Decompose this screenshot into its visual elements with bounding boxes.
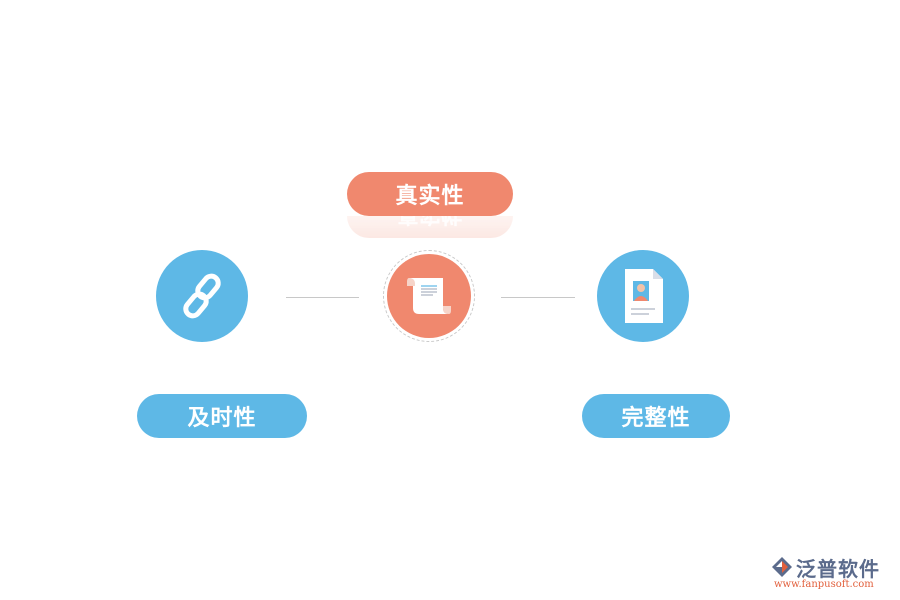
- connector-right: [501, 297, 575, 298]
- center-node: [387, 254, 471, 338]
- center-node-ring: [383, 250, 475, 342]
- brand-logo: 泛普软件 www.fanpusoft.com: [770, 553, 892, 593]
- scroll-document-icon: [407, 278, 451, 314]
- right-node: [597, 250, 689, 342]
- right-label-pill: 完整性: [582, 394, 730, 438]
- left-node: [156, 250, 248, 342]
- top-label-pill: 真实性: [347, 172, 513, 216]
- connector-left: [286, 297, 359, 298]
- top-label-reflection: 真实性: [347, 216, 513, 238]
- chain-link-icon: [183, 273, 221, 319]
- profile-document-icon: [625, 269, 663, 323]
- right-label-text: 完整性: [621, 406, 691, 431]
- left-label-pill: 及时性: [137, 394, 307, 438]
- brand-url: www.fanpusoft.com: [774, 579, 874, 590]
- brand-mark-icon: [772, 557, 792, 577]
- brand-name: 泛普软件: [796, 557, 880, 581]
- top-label-reflection-text: 真实性: [397, 216, 463, 232]
- left-label-text: 及时性: [187, 406, 257, 431]
- top-label-text: 真实性: [395, 184, 465, 209]
